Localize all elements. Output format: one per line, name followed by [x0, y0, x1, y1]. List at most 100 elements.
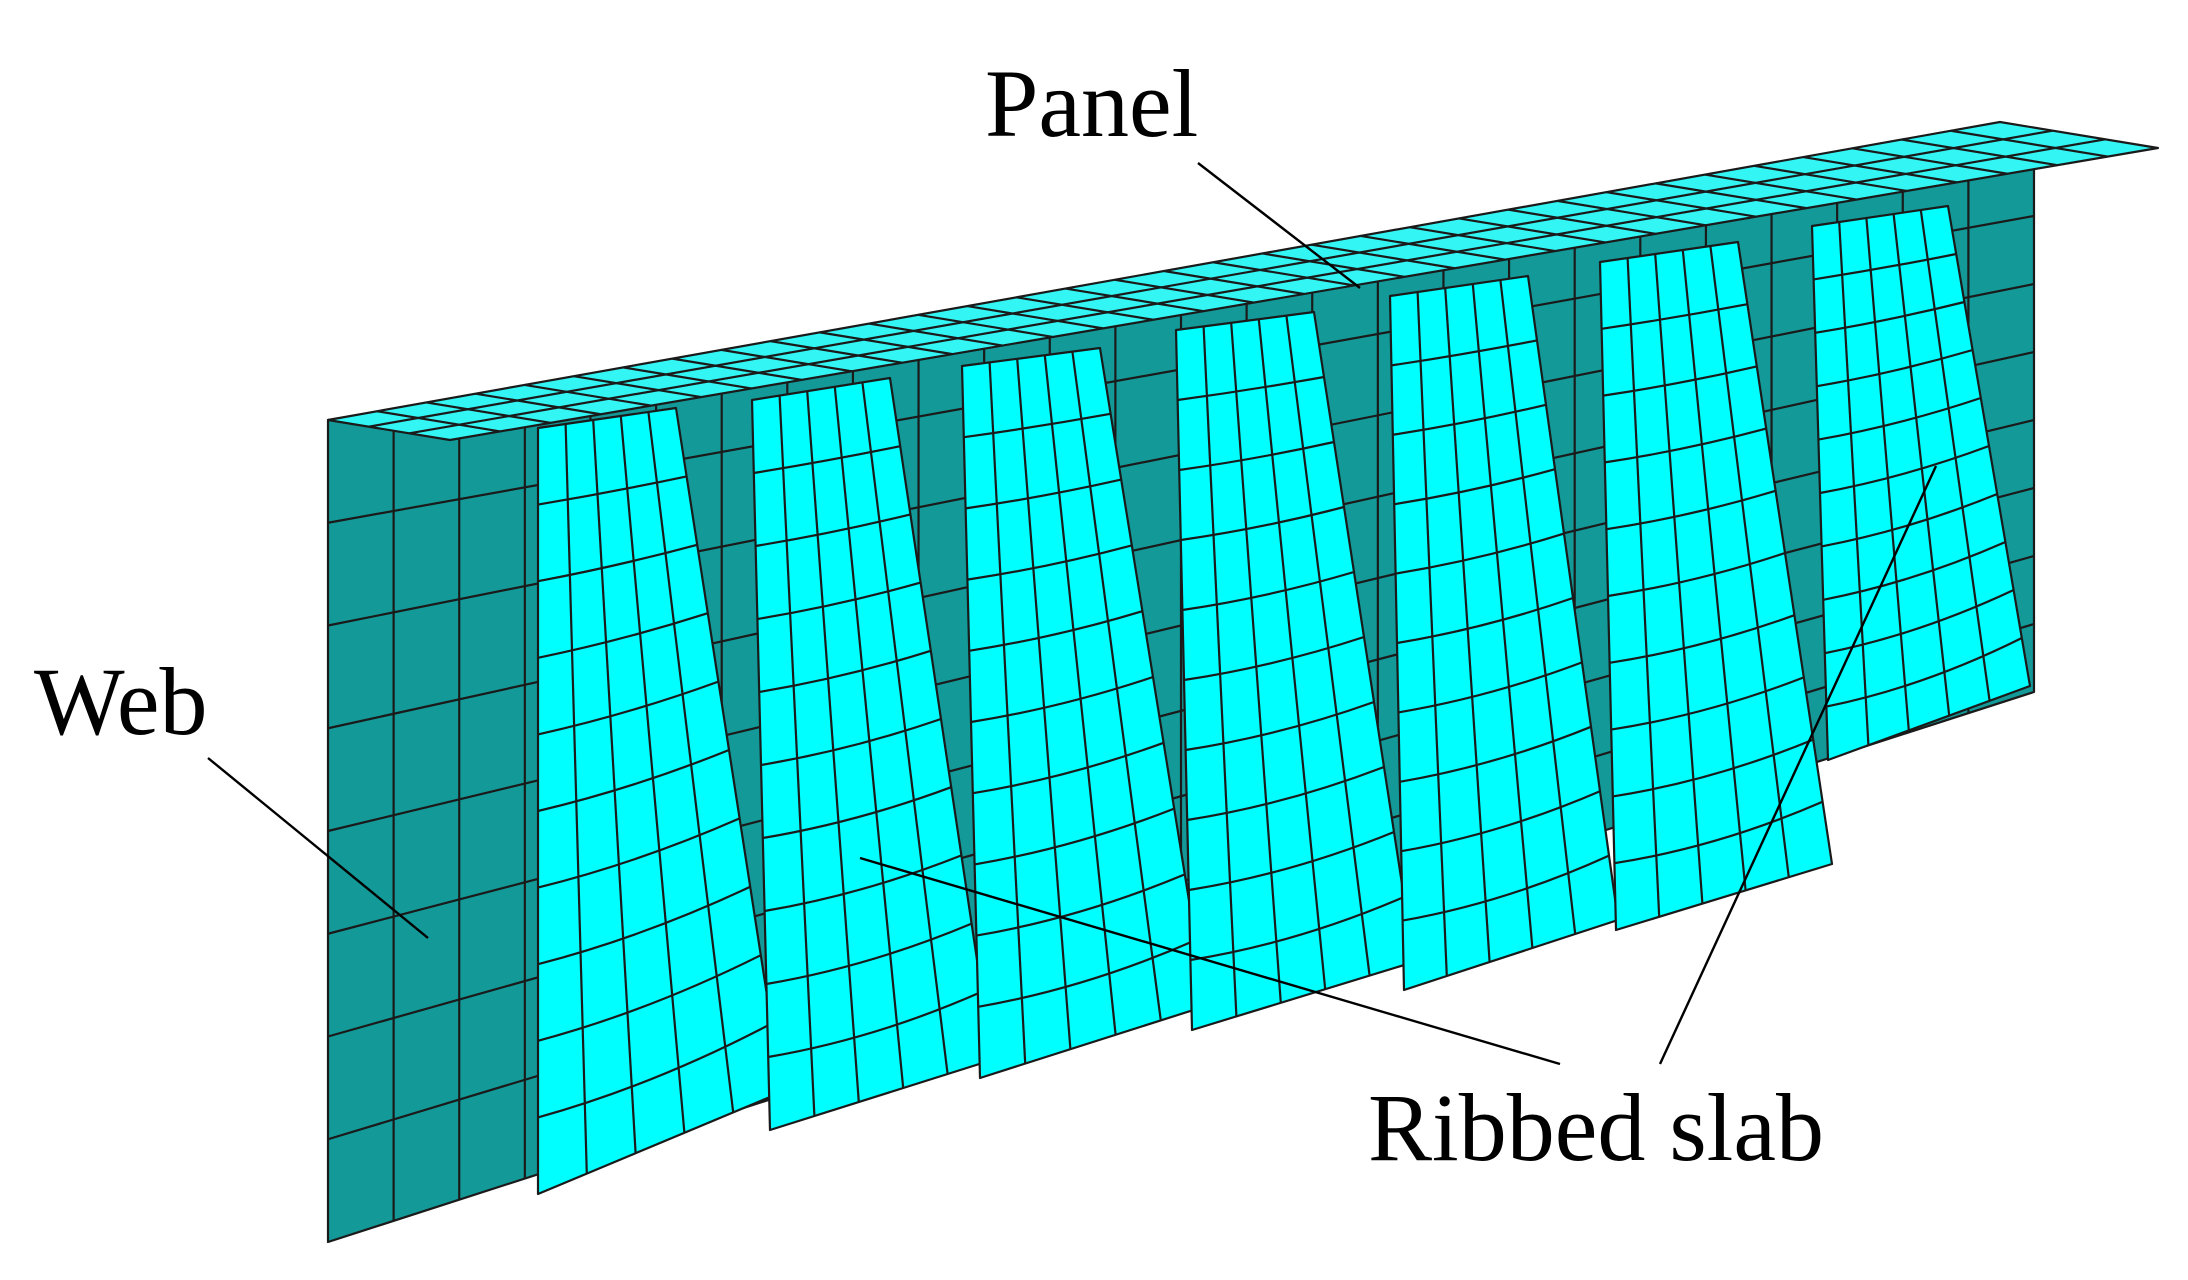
ribbed-slab-leader-2: [1658, 465, 1938, 1065]
panel-mesh-line: [1704, 173, 1857, 201]
ribbed-slab-mesh-line: [1611, 676, 1805, 731]
ribbed-slab-mesh-line: [762, 786, 952, 840]
ribbed-slab-mesh-line: [592, 419, 637, 1154]
ribbed-slab-mesh-line: [1626, 257, 1661, 917]
ribbed-slab-mesh-line: [1609, 614, 1795, 664]
ribbed-slab-mesh-line: [1230, 322, 1282, 1003]
panel-mesh-lines: [368, 129, 2108, 435]
leader-lines: [207, 162, 1938, 1066]
ribbed-slab-mesh-line: [965, 478, 1122, 510]
ribbed-slab-label: Ribbed slab: [1368, 1074, 1824, 1181]
ribbed-slab-mesh-line: [537, 748, 730, 813]
ribbed-slab-mesh-line: [537, 680, 719, 736]
panel-mesh-line: [1950, 129, 2108, 158]
panel-mesh-line: [1458, 217, 1606, 244]
panel-mesh-line: [573, 375, 702, 399]
ribbed-slab-mesh-line: [1813, 252, 1957, 281]
panel-mesh-line: [376, 410, 501, 433]
ribbed-slab-mesh-line: [1654, 253, 1704, 904]
ribbed-slab: [750, 376, 994, 1132]
ribbed-slab-mesh-line: [1815, 300, 1965, 334]
ribbed-slab-mesh-line: [1190, 895, 1405, 962]
ribbed-slab-mesh-line: [1709, 245, 1790, 878]
ribbed-slab-mesh-line: [1043, 355, 1117, 1035]
ribbed-slab-mesh-line: [1614, 800, 1824, 865]
ribbed-slab-mesh-line: [969, 610, 1143, 652]
ribbed-slab-mesh-line: [759, 649, 932, 694]
ribbed-slab-mesh-line: [1607, 551, 1786, 598]
ribbed-slab-mesh-line: [1391, 339, 1538, 367]
ribbed-slab-leader-1: [859, 856, 1561, 1066]
ribbed-slab-mesh-line: [1394, 468, 1556, 506]
ribbed-slab-mesh-line: [1838, 221, 1870, 746]
ribbed-slab-mesh-line: [1202, 326, 1238, 1017]
panel-mesh-line: [672, 357, 802, 381]
panel-mesh-line: [475, 392, 601, 416]
panel-mesh-line: [1901, 138, 2058, 167]
ribbed-slab-mesh-line: [764, 854, 962, 913]
panel-mesh-line: [1114, 278, 1254, 304]
panel-mesh-line: [1262, 252, 1405, 278]
ribbed-slab-mesh-line: [988, 362, 1027, 1064]
panel-mesh-line: [1311, 243, 1455, 270]
ribbed-slab-mesh-line: [757, 581, 921, 621]
ribbed-slab-mesh-line: [537, 612, 709, 659]
panel-mesh-line: [1409, 226, 1556, 253]
ribbed-slab-mesh-line: [1606, 489, 1776, 531]
ribbed-slab-mesh-line: [1402, 854, 1610, 922]
panel-mesh-line: [622, 366, 752, 390]
panel-mesh-line: [1655, 182, 1807, 210]
ribbed-slab-mesh-line: [1818, 396, 1982, 441]
ribbed-slab-fill: [1810, 204, 2032, 762]
ribbed-slab-mesh-line: [1499, 279, 1577, 935]
panel-mesh-line: [524, 383, 652, 407]
ribbed-slab-mesh-line: [1416, 291, 1448, 977]
panel-plate: [326, 120, 2160, 442]
ribbed-slab-mesh-line: [1471, 283, 1534, 949]
ribbed-slab-mesh-line: [1071, 351, 1162, 1021]
web-label: Web: [34, 648, 208, 755]
panel-mesh-line: [1360, 234, 1506, 261]
ribbed-slab-mesh-line: [778, 395, 816, 1117]
ribbed-slab-mesh-line: [970, 675, 1154, 724]
panel-mesh-line: [1557, 199, 1707, 227]
panel-mesh-line: [917, 313, 1054, 339]
ribbed-slab-mesh-line: [1444, 287, 1491, 963]
panel-mesh-line: [967, 304, 1104, 330]
ribbed-slab-mesh-line: [1865, 217, 1910, 731]
ribbed-slab-mesh-line: [1892, 213, 1951, 716]
ribbed-slab-mesh-line: [766, 922, 973, 986]
ribbed-slab-mesh-line: [1183, 635, 1365, 682]
panel-mesh-line: [1606, 191, 1757, 218]
ribbed-slab-mesh-line: [537, 1022, 772, 1119]
ribbed-slab-mesh-line: [753, 445, 901, 475]
ribbed-slab-mesh-line: [768, 990, 983, 1059]
ribbed-slab-mesh-line: [647, 411, 735, 1113]
ribbed-slabs: [536, 204, 2032, 1196]
ribbed-slab-mesh-line: [537, 817, 741, 889]
panel-label: Panel: [985, 50, 1198, 157]
ribbed-slab-mesh-line: [972, 741, 1164, 795]
ribbed-slab: [1388, 274, 1620, 992]
ribbed-slab-mesh-line: [833, 386, 905, 1089]
ribbed-slab-mesh-line: [537, 885, 751, 966]
panel-mesh-line: [1508, 208, 1656, 235]
panel-mesh-line: [721, 348, 853, 373]
ribbed-slab-mesh-line: [806, 391, 860, 1103]
panel-mesh-line: [1016, 296, 1154, 321]
ribbed-slab-mesh-line: [1398, 661, 1583, 714]
ribbed-slab-mesh-line: [1188, 830, 1395, 892]
ribbed-slab-mesh-line: [1399, 725, 1592, 783]
ribbed-slab-mesh-line: [1601, 303, 1748, 330]
ribbed-slab-mesh-line: [1826, 637, 2023, 708]
ribbed-slab-mesh-line: [976, 873, 1186, 937]
panel-leader: [1197, 162, 1361, 289]
ribbed-slab: [536, 406, 784, 1196]
ribbed-slab-mesh-line: [974, 807, 1175, 866]
ribbed-slab-mesh-line: [963, 412, 1111, 439]
ribbed-slab-mesh-line: [1401, 790, 1601, 853]
panel-mesh-line: [1212, 261, 1355, 287]
ribbed-slab-mesh-line: [1396, 596, 1574, 645]
panel-mesh-line: [368, 129, 2053, 428]
